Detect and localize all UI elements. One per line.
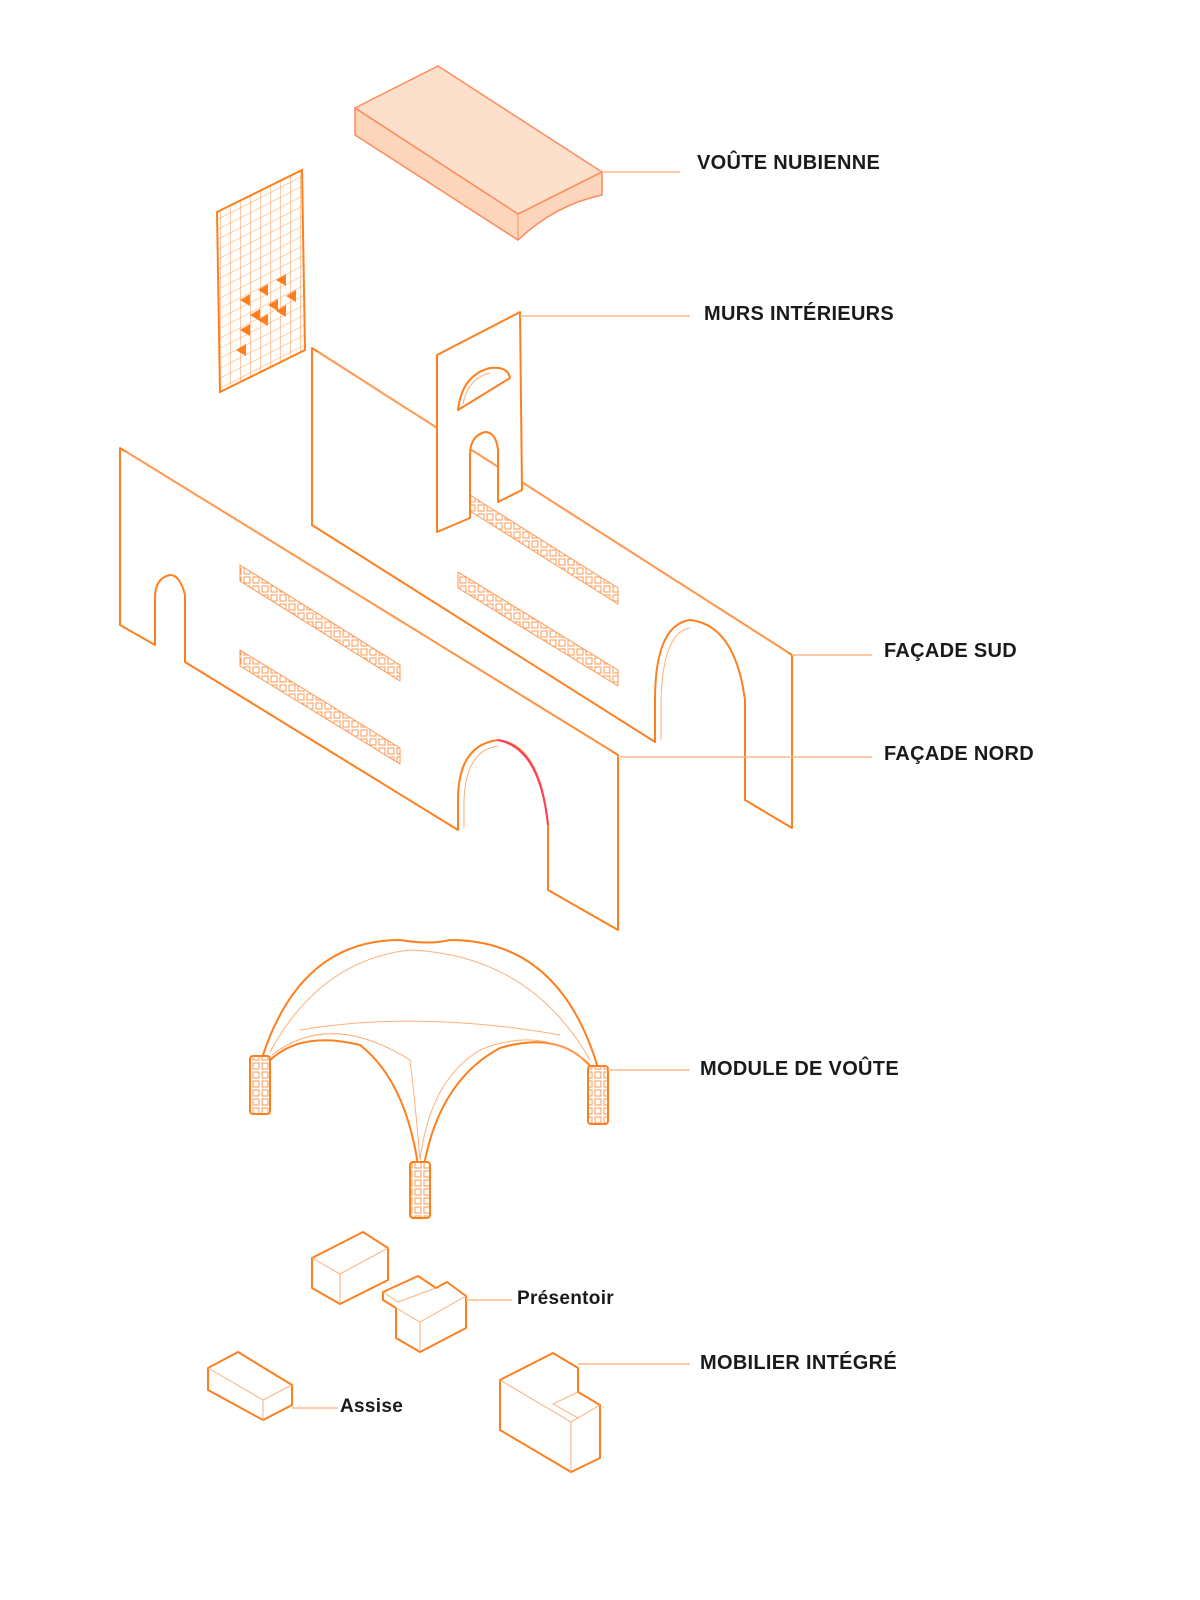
furniture: [207, 1231, 690, 1473]
label-murs-interieurs: MURS INTÉRIEURS: [704, 303, 895, 325]
label-facade-sud: FAÇADE SUD: [884, 640, 1018, 662]
murs-interieurs: [436, 311, 690, 533]
label-facade-nord: FAÇADE NORD: [884, 743, 1034, 765]
label-presentoir: Présentoir: [517, 1288, 614, 1309]
facade-nord: [119, 447, 872, 931]
facade-sud: [311, 347, 872, 829]
label-assise: Assise: [340, 1396, 404, 1417]
label-voute-nubienne: VOÛTE NUBIENNE: [697, 152, 881, 174]
nubian-vault: [353, 65, 680, 241]
label-module-de-voute: MODULE DE VOÛTE: [700, 1058, 899, 1080]
label-mobilier-integre: MOBILIER INTÉGRÉ: [700, 1352, 898, 1374]
screen-panel: [215, 168, 307, 394]
module-de-voute: [249, 939, 690, 1219]
